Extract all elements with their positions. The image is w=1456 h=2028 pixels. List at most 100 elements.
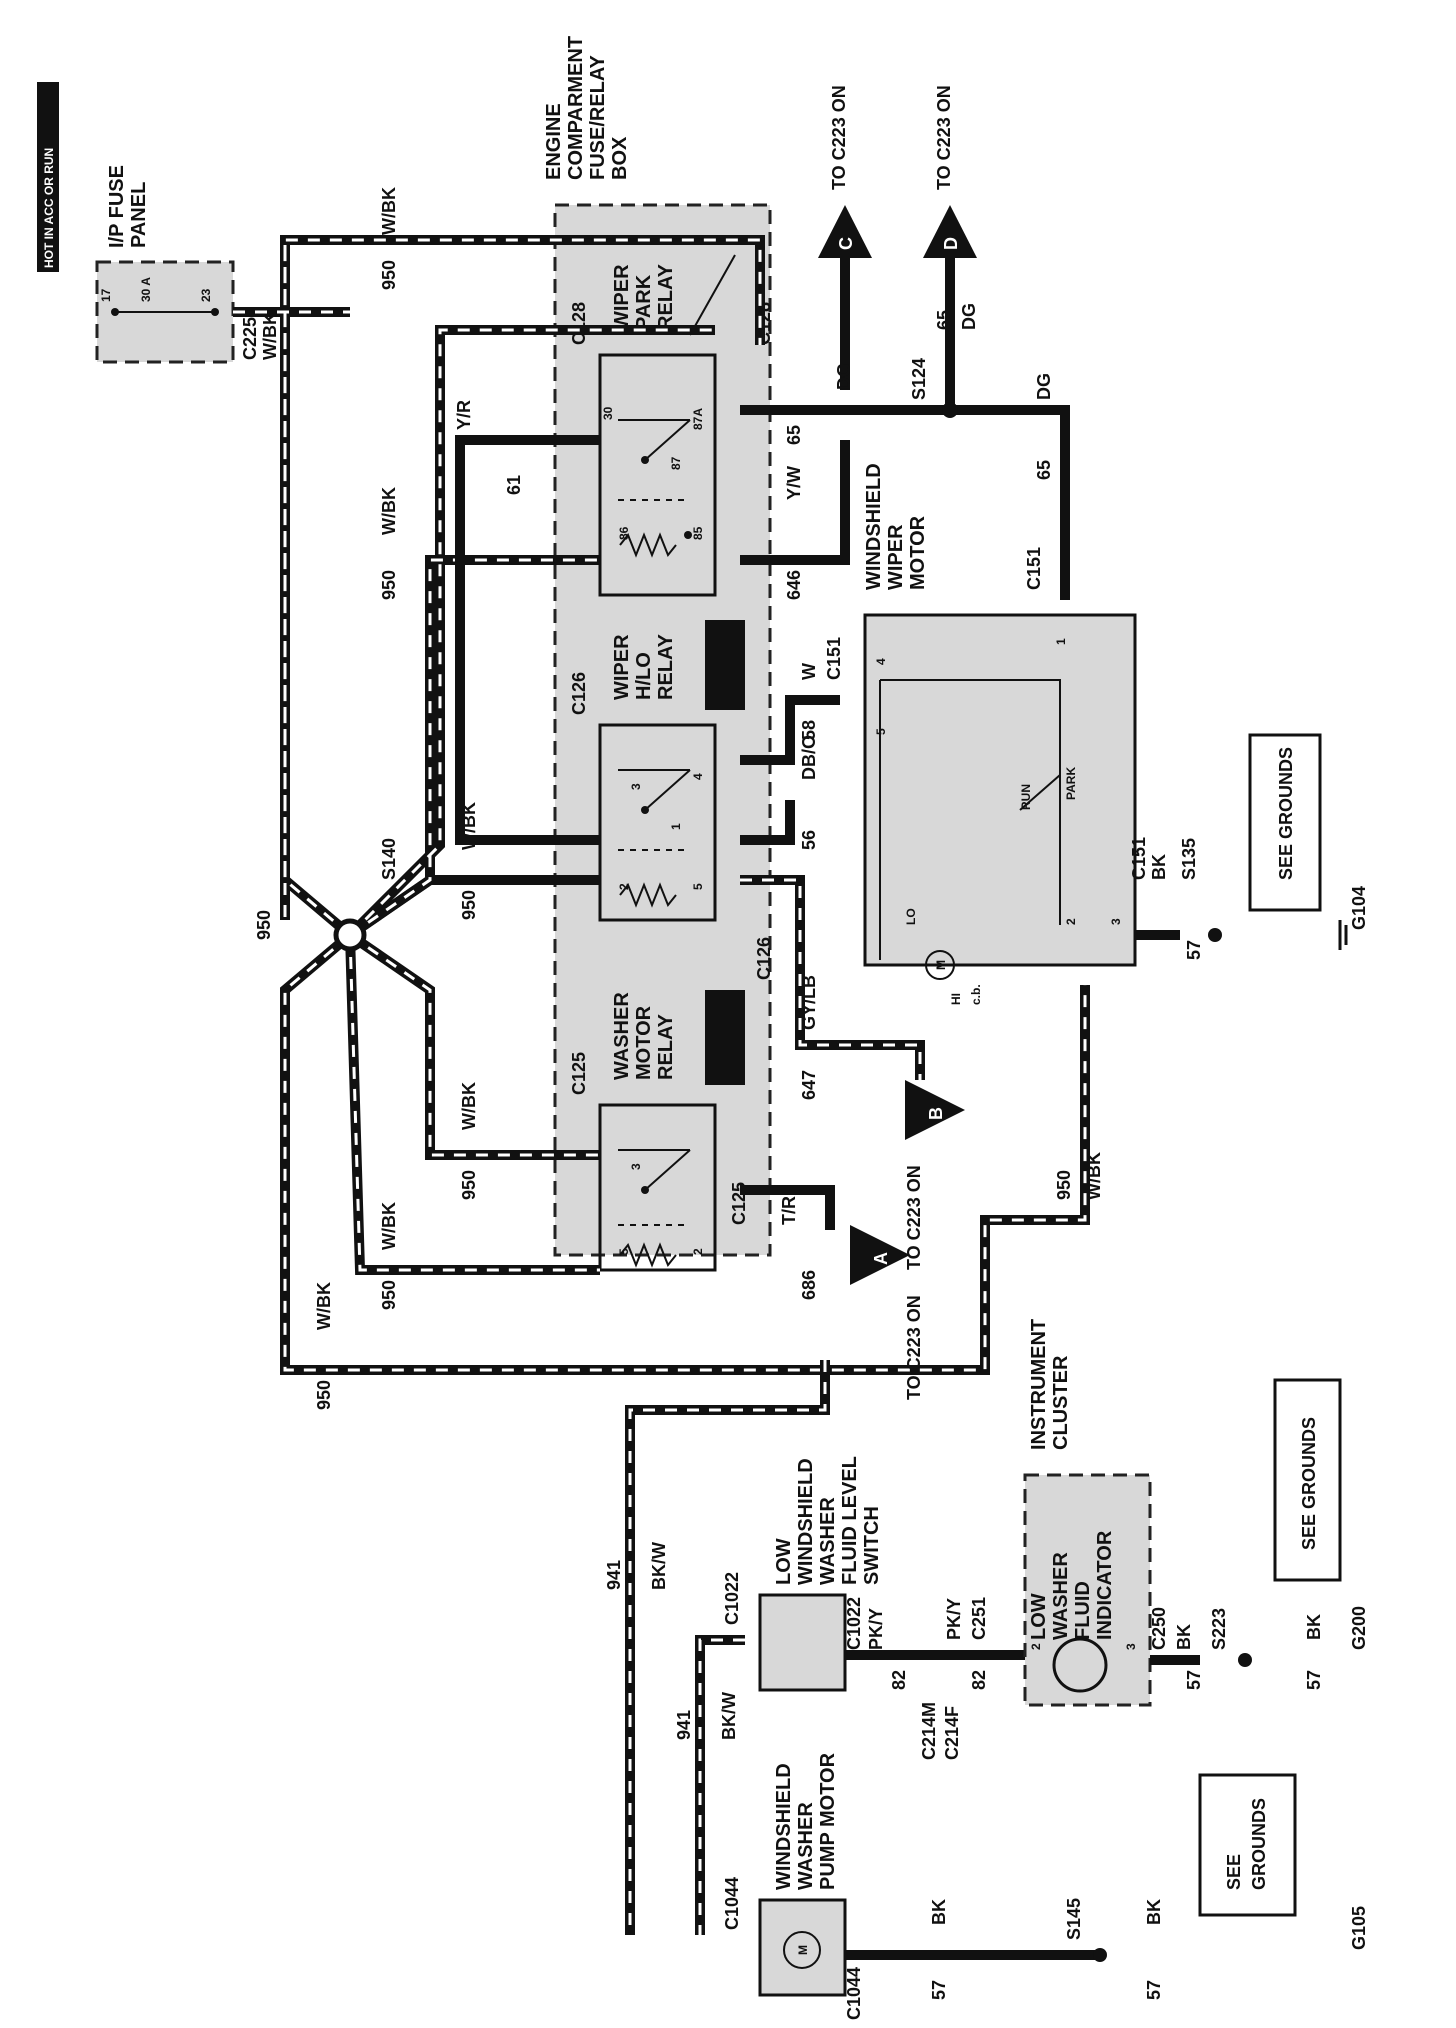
- engine-box-label-4: BOX: [609, 136, 631, 180]
- motor-run: RUN: [1019, 784, 1033, 810]
- engine-fuse-relay-box: [553, 203, 772, 1257]
- hot-in-acc-tag: HOT IN ACC OR RUN: [37, 82, 59, 272]
- offpage-d-label: D: [941, 237, 961, 250]
- c125-left: C125: [569, 1052, 589, 1095]
- indicator-label-4: INDICATOR: [1094, 1530, 1116, 1640]
- wire-wbk-label-b: W/BK: [379, 187, 399, 235]
- motor-cb: c.b.: [969, 984, 983, 1005]
- hot-in-acc-text: HOT IN ACC OR RUN: [42, 148, 56, 268]
- c151-a: C151: [824, 637, 844, 680]
- wiper-motor-label-2: WIPER: [885, 524, 907, 590]
- wire-gylb-label: GY/LB: [799, 975, 819, 1030]
- wiper-motor-label-3: MOTOR: [907, 515, 929, 590]
- wiper-motor-label-1: WINDSHIELD: [863, 463, 885, 590]
- wire-wbk-label-e: W/BK: [459, 1082, 479, 1130]
- splice-s140-node: [333, 918, 367, 952]
- splice-s223-node: [1238, 1653, 1252, 1667]
- wire-647-label: 647: [799, 1070, 819, 1100]
- c214f: C214F: [942, 1706, 962, 1760]
- wire-950-wbk-c225: W/BK: [260, 312, 280, 360]
- pin-85: 85: [691, 526, 705, 540]
- wire-57-label-c: 57: [1304, 1670, 1324, 1690]
- ip-fuse-label-2: PANEL: [128, 182, 150, 248]
- wire-950-dashes: [233, 238, 1087, 1372]
- wire-dbo-label: DB/O: [799, 735, 819, 780]
- splice-s124: S124: [909, 358, 929, 400]
- wire-tr-label: T/R: [779, 1196, 799, 1225]
- wire-57-label-a: 57: [1184, 940, 1204, 960]
- ip-fuse-panel: 17 30 A 23 I/P FUSE PANEL: [95, 165, 235, 364]
- pin-30: 30: [601, 406, 615, 420]
- motor-pin-5: 5: [874, 728, 888, 735]
- wire-646-yw: [740, 440, 850, 565]
- offpage-d: D: [923, 205, 977, 258]
- splice-s140: S140: [379, 838, 399, 880]
- low-switch-label-3: WASHER: [817, 1497, 839, 1585]
- pin-86: 86: [617, 526, 631, 540]
- c126-left: C126: [569, 672, 589, 715]
- hilo-label-2: H/LO: [633, 652, 655, 700]
- offpage-b-label: B: [926, 1107, 946, 1120]
- wire-941-label-a: 941: [604, 1560, 624, 1590]
- splice-s135: S135: [1179, 838, 1199, 880]
- to-c223-b: TO C223 ON: [904, 1165, 924, 1270]
- washer-black-block: [705, 990, 745, 1085]
- motor-pin-3: 3: [1109, 918, 1123, 925]
- engine-box-label-2: COMPARMENT: [565, 36, 587, 180]
- wire-wbk-label-c: W/BK: [379, 487, 399, 535]
- wire-950-label-f: 950: [379, 1280, 399, 1310]
- low-switch-label-1: LOW: [773, 1538, 795, 1585]
- c1044-b: C1044: [844, 1967, 864, 2020]
- wiper-park-label-1: WIPER: [611, 264, 633, 330]
- hilo-label-1: WIPER: [611, 634, 633, 700]
- washer-pump-motor: [760, 1900, 845, 1995]
- see-grounds-box-b: [1273, 1378, 1342, 1582]
- wire-56-label: 56: [799, 830, 819, 850]
- wire-65-label-a: 65: [784, 425, 804, 445]
- wire-dg-label-c: DG: [1034, 373, 1054, 400]
- wire-bk-label-e: BK: [1144, 1899, 1164, 1925]
- splice-s145-node: [1093, 1948, 1107, 1962]
- ground-g104: G104: [1349, 886, 1369, 930]
- hilo-pin-5: 5: [691, 883, 705, 890]
- fuse-rating: 30 A: [139, 277, 153, 302]
- wire-57-label-b: 57: [1184, 1670, 1204, 1690]
- c128-left: C128: [569, 302, 589, 345]
- low-switch-label-4: FLUID LEVEL: [839, 1456, 861, 1585]
- motor-pin-1: 1: [1054, 638, 1068, 645]
- c214m: C214M: [919, 1702, 939, 1760]
- wiper-park-relay: 30 87A 87 86 85: [598, 353, 717, 597]
- offpage-c: C: [818, 205, 872, 258]
- wire-950-label-g: 950: [314, 1380, 334, 1410]
- low-washer-switch: [760, 1595, 845, 1690]
- wire-82-label-b: 82: [969, 1670, 989, 1690]
- wire-bk-label-a: BK: [1149, 854, 1169, 880]
- wire-bkw-label-a: BK/W: [649, 1542, 669, 1590]
- hilo-label-3: RELAY: [655, 633, 677, 700]
- pin-87a: 87A: [691, 408, 705, 430]
- wire-950-label-e: 950: [459, 1170, 479, 1200]
- splice-s135-node: [1208, 928, 1222, 942]
- wire-58-label: 58: [799, 720, 819, 740]
- low-switch-label-5: SWITCH: [861, 1506, 883, 1585]
- washer-pin-2: 2: [691, 1248, 705, 1255]
- c151-c: C151: [1129, 837, 1149, 880]
- c1022-b: C1022: [844, 1597, 864, 1650]
- wiper-park-label-3: RELAY: [655, 263, 677, 330]
- splice-s145: S145: [1064, 1898, 1084, 1940]
- fuse-17: 17: [99, 288, 113, 302]
- wire-646-label: 646: [784, 570, 804, 600]
- motor-pin-4: 4: [874, 658, 888, 665]
- wiper-park-label-2: PARK: [633, 274, 655, 330]
- hilo-pin-4: 4: [691, 773, 705, 780]
- wire-wbk-label-h: W/BK: [1084, 1152, 1104, 1200]
- indicator-pin-2: 2: [1029, 1643, 1043, 1650]
- wire-bk-label-d: BK: [929, 1899, 949, 1925]
- c151-b: C151: [1024, 547, 1044, 590]
- windshield-wiper-motor: M: [863, 613, 1137, 980]
- wire-56-dbo: [740, 800, 795, 845]
- wire-950-label-d: 950: [459, 890, 479, 920]
- offpage-c-label: C: [836, 237, 856, 250]
- hilo-pin-1: 1: [669, 823, 683, 830]
